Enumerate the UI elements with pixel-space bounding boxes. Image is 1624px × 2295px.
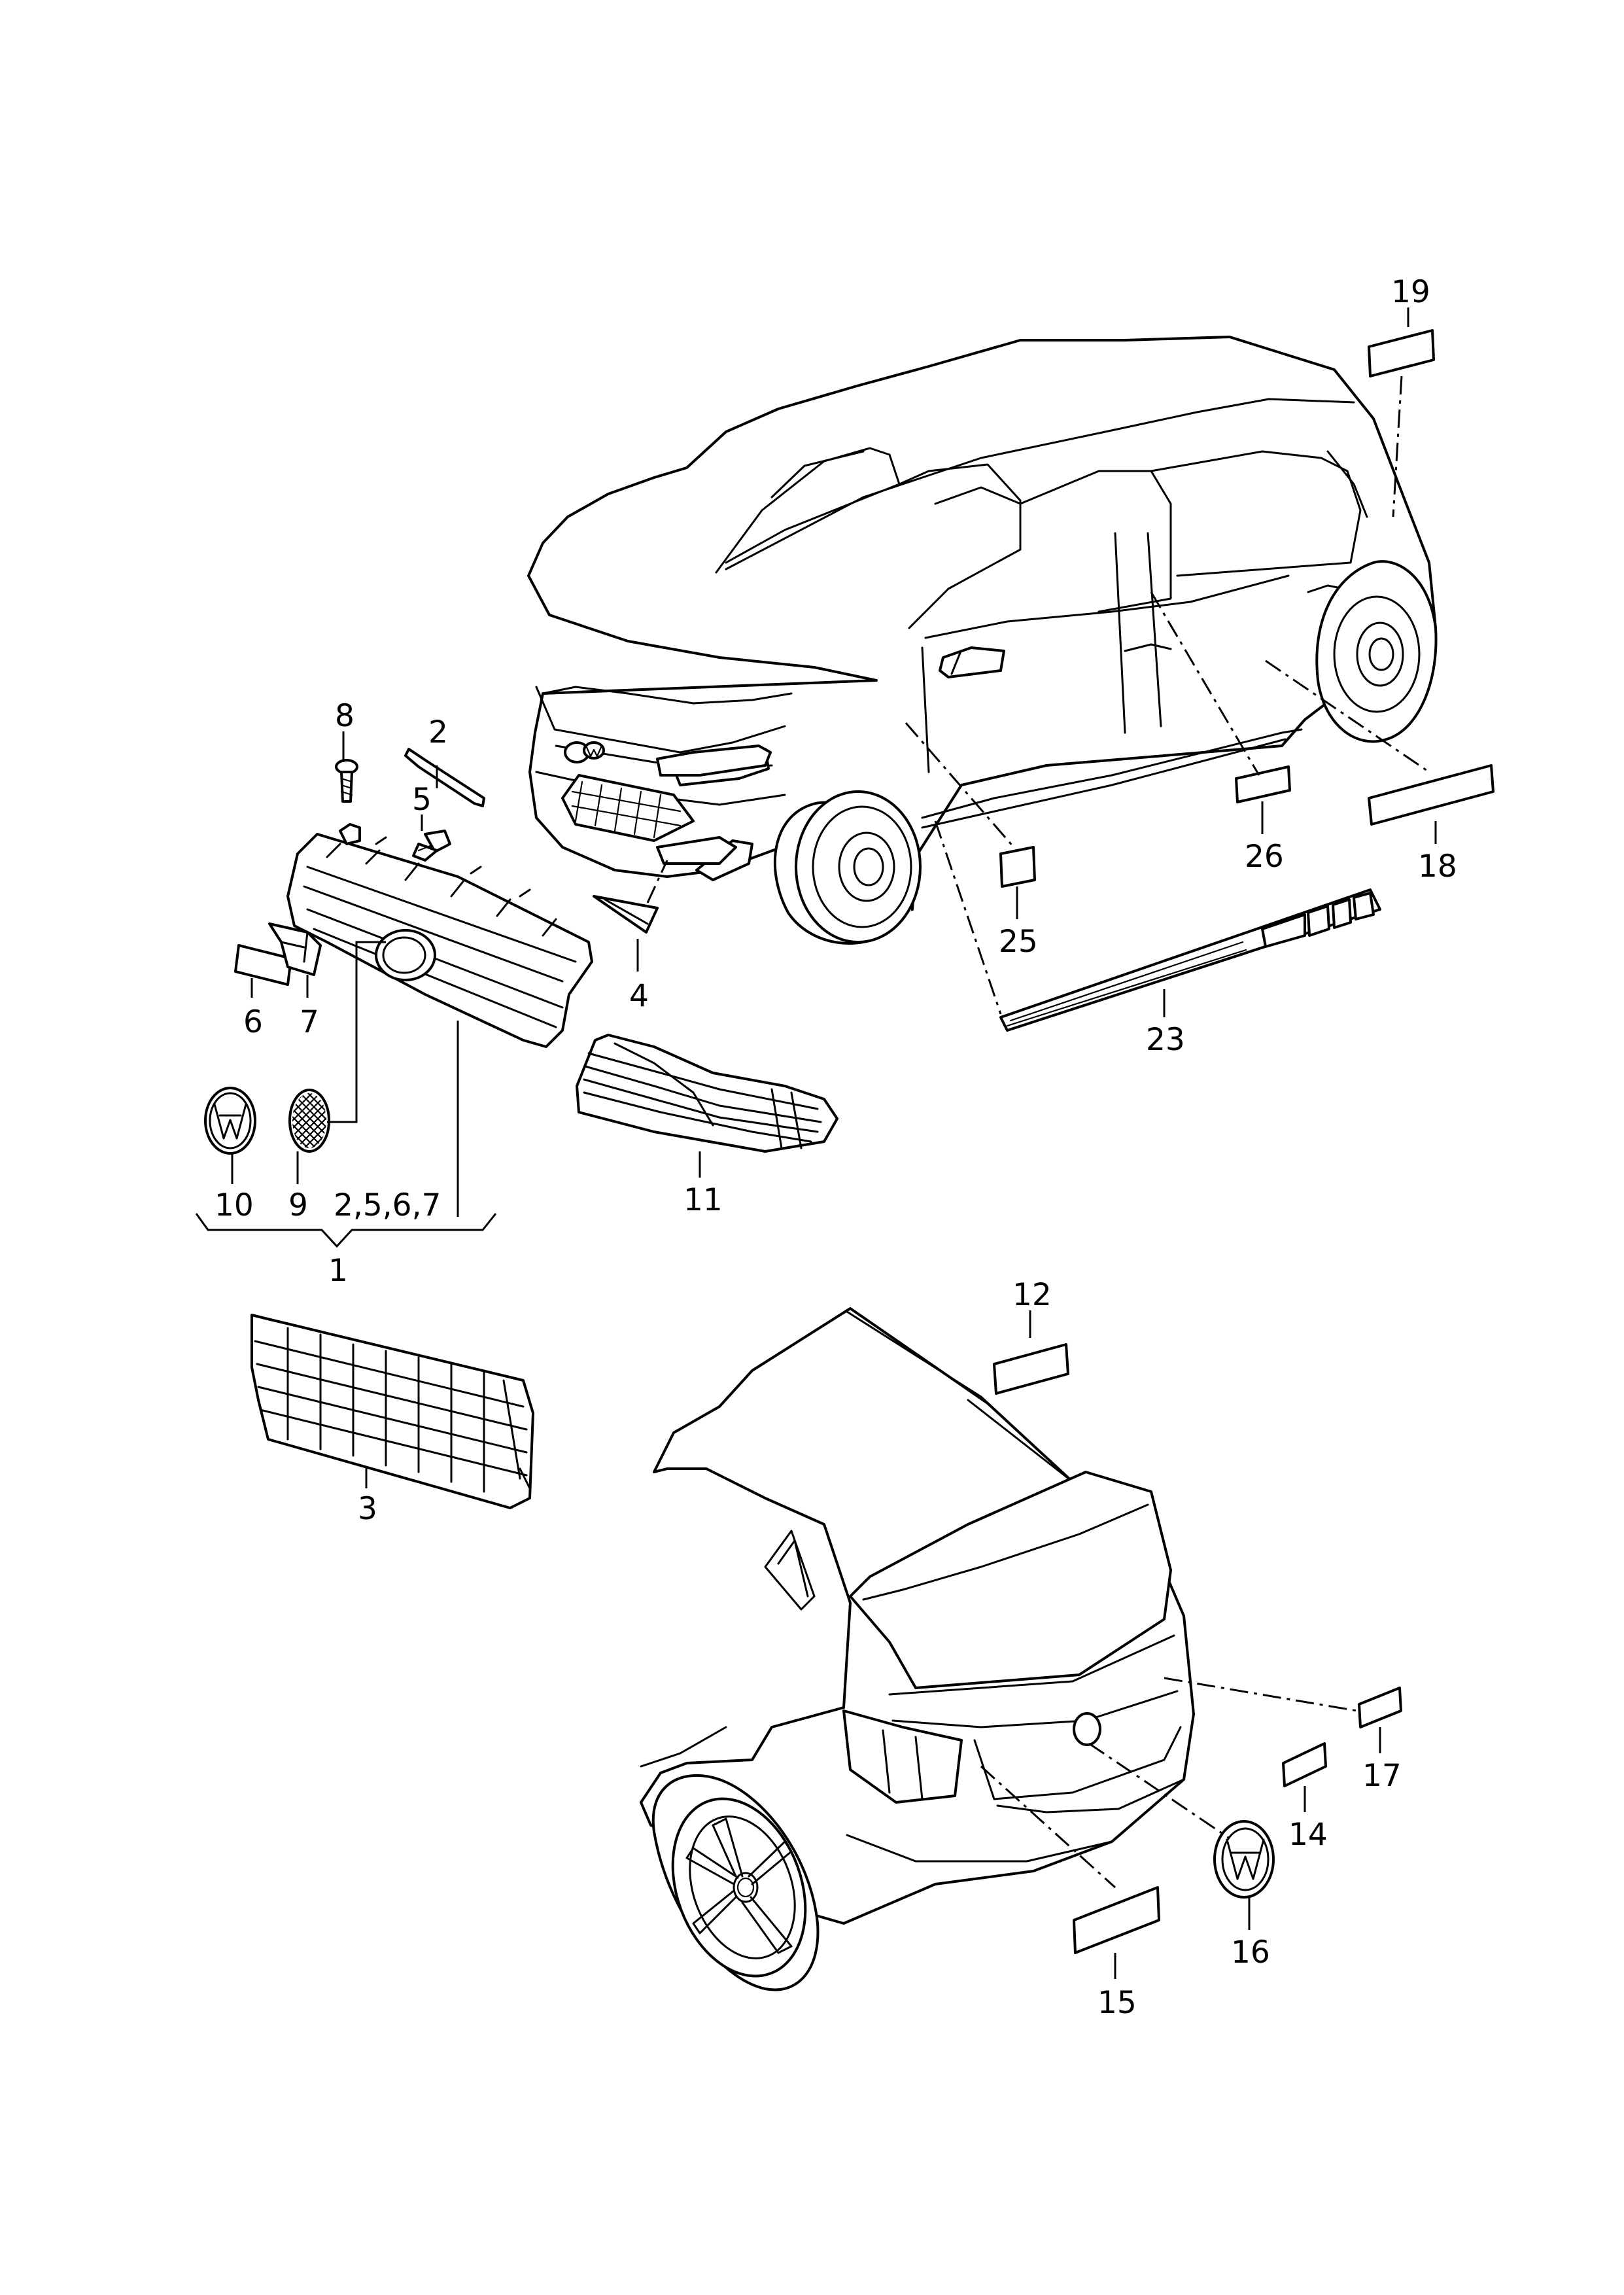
callout-18: 18 [1418,849,1457,885]
leader-lines [195,307,1437,1979]
part-6-label [234,944,292,986]
callout-14: 14 [1288,1817,1328,1853]
callout-19: 19 [1391,274,1430,310]
part-9-emblem-base [288,1089,330,1153]
part-26-label [1235,765,1291,803]
callout-23: 23 [1146,1022,1185,1058]
part-14-label [1282,1742,1327,1787]
vw-emblem-icon [1213,1820,1275,1899]
part-3-lower-grille [251,1314,534,1509]
part-11-fog-light-grille [576,1034,838,1153]
part-19-label [1368,329,1435,377]
callout-7: 7 [300,1004,319,1040]
vw-emblem-icon [736,1877,755,1898]
callout-17: 17 [1362,1758,1402,1794]
part-23-side-stripe [999,888,1381,1032]
part-15-label [1073,1886,1160,1954]
callout-26: 26 [1245,839,1284,875]
callout-4: 4 [629,978,649,1014]
radiator-grille [286,823,593,1048]
callout-6: 6 [243,1004,263,1040]
part-17-label [1358,1687,1402,1728]
callout-15: 15 [1097,1985,1137,2021]
part-7-bracket [268,922,322,976]
callout-8: 8 [335,698,354,734]
callout-9: 9 [288,1187,308,1223]
callout-25: 25 [999,924,1038,960]
part-5-clip [412,830,451,862]
part-8-screw [335,759,358,803]
rear-car-illustration [640,1307,1195,1991]
front-car-illustration [527,336,1438,945]
callout-1: 1 [328,1253,348,1289]
callout-5: 5 [412,782,432,818]
part-18-label [1368,764,1494,826]
part-12-label [993,1343,1069,1395]
part-25-label [999,846,1036,888]
callout-labels: 8 2 5 6 7 10 9 2,5,6,7 1 3 4 11 19 18 26… [215,274,1457,2021]
vw-emblem-icon [583,741,605,760]
callout-2-5-6-7: 2,5,6,7 [334,1187,441,1223]
vw-emblem-icon [204,1087,256,1155]
callout-2: 2 [428,714,448,750]
callout-11: 11 [683,1182,723,1218]
callout-12: 12 [1012,1277,1052,1313]
callout-10: 10 [215,1187,254,1223]
part-4-triangle-cover [593,895,659,934]
callout-3: 3 [358,1491,377,1527]
callout-16: 16 [1231,1935,1270,1971]
